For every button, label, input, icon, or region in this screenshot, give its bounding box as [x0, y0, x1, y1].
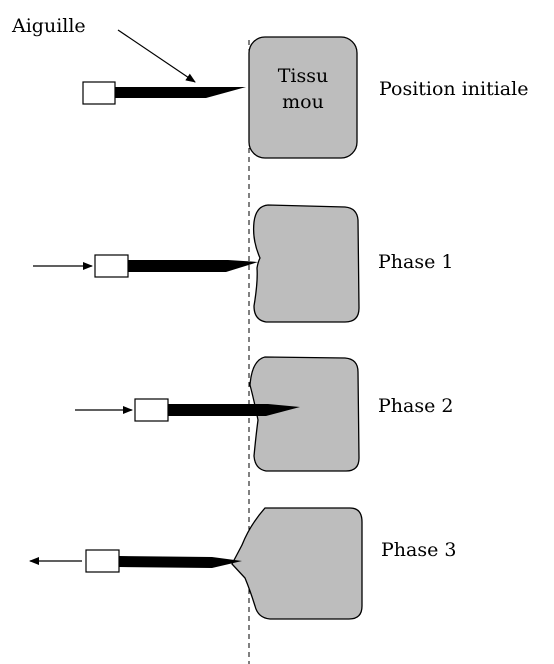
step-label: Phase 1 [378, 251, 453, 273]
needle-handle [94, 254, 129, 278]
needle-shaft [128, 260, 258, 272]
soft-tissue-block [231, 507, 363, 620]
needle-shaft [168, 404, 300, 416]
step-label: Phase 2 [378, 395, 453, 417]
tissue-label-line1: Tissu [278, 65, 329, 87]
needle-callout-label: Aiguille [11, 15, 86, 37]
needle-handle [85, 549, 120, 573]
tissue-label-line2: mou [282, 91, 324, 113]
soft-tissue-block [248, 36, 358, 159]
step-initial: Tissu mou Aiguille Position initiale [11, 15, 528, 159]
step-label: Position initiale [379, 78, 528, 100]
soft-tissue-block [249, 356, 360, 472]
needle-callout-arrow [117, 29, 196, 83]
needle-shaft [115, 87, 246, 98]
step-phase-1: Phase 1 [33, 204, 453, 323]
step-label: Phase 3 [381, 539, 456, 561]
step-phase-3: Phase 3 [29, 507, 456, 620]
needle-handle [82, 81, 116, 105]
soft-tissue-block [252, 204, 360, 323]
step-phase-2: Phase 2 [75, 356, 453, 472]
needle-shaft [119, 556, 242, 568]
needle-handle [134, 398, 169, 422]
